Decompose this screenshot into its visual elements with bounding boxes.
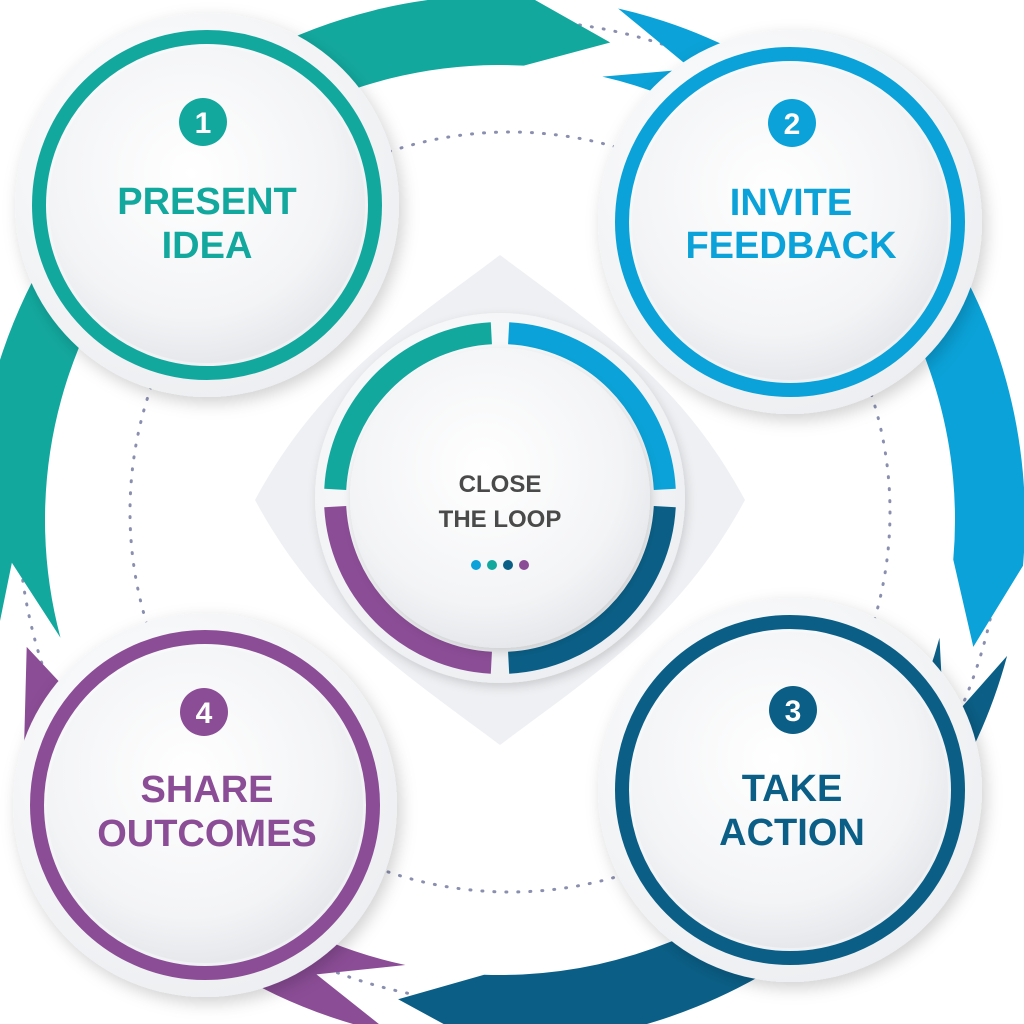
step-1-inner-disc	[49, 47, 365, 363]
step-2-label-line1: INVITE	[730, 182, 852, 224]
step-2-label-line2: FEEDBACK	[685, 225, 897, 267]
step-1-number-badge	[179, 98, 227, 146]
center-arc-sky	[507, 322, 676, 491]
step-4-ring	[30, 630, 380, 980]
center-dot	[487, 560, 497, 570]
center-dot	[519, 560, 529, 570]
step-1-label-line1: PRESENT	[117, 181, 296, 223]
center-arc-purple	[324, 505, 493, 674]
step-3-number-badge	[769, 686, 817, 734]
center-label-line1: CLOSE	[459, 471, 542, 498]
step-2-circle: 2 INVITE FEEDBACK	[598, 30, 982, 414]
center-circle: CLOSE THE LOOP	[315, 313, 685, 683]
step-2-number-badge	[768, 99, 816, 147]
step-3-number: 3	[785, 695, 802, 728]
step-2-inner-disc	[632, 64, 948, 380]
step-1-label-line2: IDEA	[162, 225, 253, 267]
step-3-ring	[615, 615, 965, 965]
step-1-number: 1	[195, 107, 212, 140]
center-arc-navy	[507, 505, 676, 674]
step-2-ring	[615, 47, 965, 397]
step-4-label-line2: OUTCOMES	[97, 813, 317, 855]
step-4-number: 4	[196, 697, 213, 730]
center-dot	[471, 560, 481, 570]
center-arc-teal	[324, 322, 493, 491]
center-dots	[471, 560, 529, 570]
center-dot	[503, 560, 513, 570]
step-4-number-badge	[180, 688, 228, 736]
center-label-line2: THE LOOP	[439, 506, 562, 533]
step-3-label-line1: TAKE	[742, 768, 843, 810]
step-2-number: 2	[784, 108, 801, 141]
center-color-arcs	[324, 322, 676, 674]
step-3-circle: 3 TAKE ACTION	[598, 598, 982, 982]
step-1-ring	[32, 30, 382, 380]
inner-dotted-circle	[128, 130, 892, 894]
step-4-inner-disc	[47, 647, 363, 963]
center-inner-disc	[350, 348, 650, 648]
step-4-circle: 4 SHARE OUTCOMES	[13, 613, 397, 997]
step-3-inner-disc	[632, 632, 948, 948]
step-3-label-line2: ACTION	[719, 812, 865, 854]
step-circles: 1 PRESENT IDEA 2 INVITE FEEDBACK 3 TAKE …	[13, 13, 982, 997]
step-1-circle: 1 PRESENT IDEA	[15, 13, 399, 397]
step-4-label-line1: SHARE	[140, 769, 273, 811]
